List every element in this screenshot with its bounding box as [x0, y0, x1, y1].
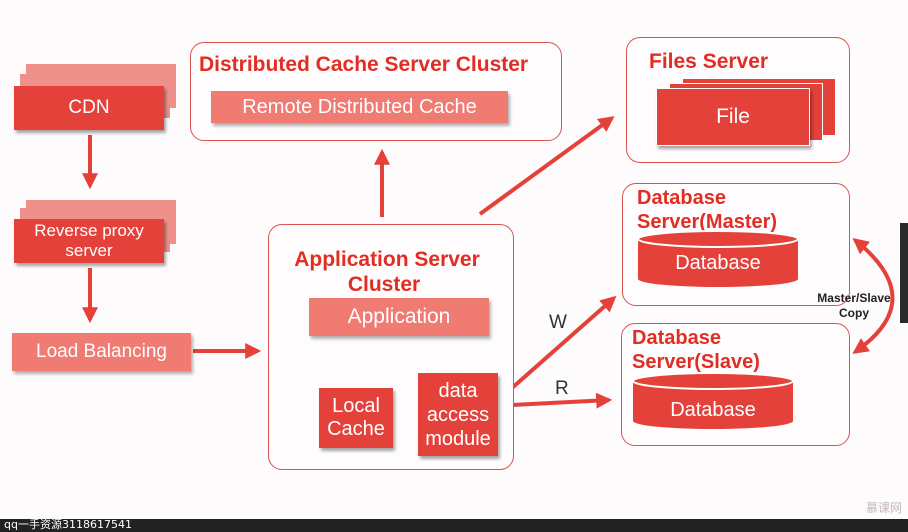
db-slave-title: Database Server(Slave): [632, 327, 760, 373]
cdn-node: CDN: [14, 86, 164, 130]
application-node: Application: [309, 298, 489, 336]
local-cache-node: Local Cache: [319, 388, 393, 448]
db-master-label: Database: [675, 252, 761, 274]
watermark-text: qq一手资源3118617541: [4, 518, 132, 531]
db-slave-cylinder: [632, 372, 794, 429]
db-slave-frame: Database Server(Slave) Database: [621, 323, 850, 446]
local-cache-label: Local Cache: [327, 395, 385, 440]
remote-cache-label: Remote Distributed Cache: [242, 95, 477, 118]
cache-cluster-title: Distributed Cache Server Cluster: [199, 53, 529, 76]
read-label: R: [555, 378, 569, 399]
reverse-proxy-label: Reverse proxy server: [34, 221, 144, 260]
arrow-write-to-master: [510, 295, 617, 390]
master-slave-copy-label: Master/Slave Copy: [817, 291, 891, 320]
app-cluster-title: Application Server: [294, 248, 480, 271]
db-slave-label: Database: [670, 399, 756, 421]
cdn-label: CDN: [68, 97, 110, 118]
application-label: Application: [347, 305, 451, 328]
footer-bar: [0, 519, 908, 532]
db-master-frame: Database Server(Master) Database: [622, 183, 850, 306]
site-logo: 慕课网: [865, 501, 902, 515]
app-cluster-frame: Application Server Cluster Application L…: [268, 224, 514, 470]
write-label: W: [549, 312, 567, 333]
cache-cluster-frame: Distributed Cache Server Cluster Remote …: [190, 42, 562, 141]
data-access-module-node: data access module: [418, 373, 498, 456]
remote-cache-node: Remote Distributed Cache: [211, 91, 508, 123]
arrow-read-from-slave: [511, 392, 613, 409]
load-balancing-label: Load Balancing: [36, 341, 167, 362]
side-tab: [900, 223, 908, 323]
file-node: File: [656, 88, 810, 146]
db-master-title: Database Server(Master): [637, 187, 778, 233]
load-balancing-node: Load Balancing: [12, 333, 191, 371]
arrow-app-to-files: [478, 116, 615, 216]
files-server-title: Files Server: [649, 50, 769, 73]
arrow-master-slave-copy: [852, 237, 895, 354]
reverse-proxy-node: Reverse proxy server: [14, 219, 164, 263]
app-cluster-subtitle: Cluster: [347, 273, 421, 296]
db-master-cylinder: [637, 230, 799, 287]
data-access-module-label: data access module: [425, 379, 491, 450]
file-label: File: [716, 105, 750, 128]
files-server-frame: Files Server File: [626, 37, 850, 163]
